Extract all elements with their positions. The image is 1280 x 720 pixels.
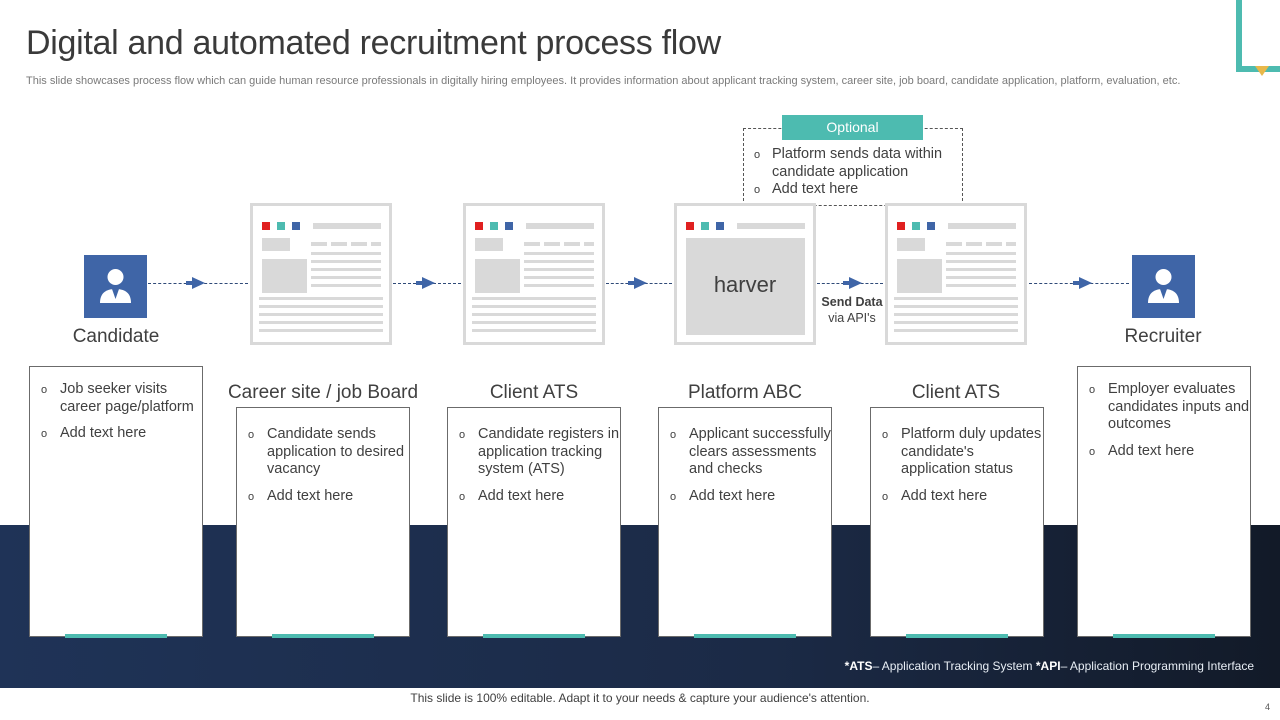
card-accent-bar bbox=[906, 634, 1008, 638]
bullet-text: Job seeker visits career page/platform bbox=[60, 381, 194, 415]
api-abbreviation: *API bbox=[1035, 659, 1061, 673]
step-title-career-site: Career site / job Board bbox=[227, 382, 419, 403]
recruiter-avatar bbox=[1132, 255, 1195, 318]
arrow-right-icon bbox=[192, 277, 205, 289]
circle-bullet-icon: o bbox=[41, 428, 48, 440]
editable-note: This slide is 100% editable. Adapt it to… bbox=[410, 691, 870, 705]
arrow-right-icon bbox=[1079, 277, 1092, 289]
bullet-text: Add text here bbox=[772, 181, 859, 197]
abbreviation-footnote: *ATS– Application Tracking System *API– … bbox=[700, 659, 1254, 673]
circle-bullet-icon: o bbox=[670, 429, 677, 441]
page-number: 4 bbox=[1264, 702, 1270, 712]
arrow-stem bbox=[628, 281, 636, 285]
person-icon bbox=[100, 269, 131, 303]
bullet-text: Platform duly updates candidate's applic… bbox=[901, 426, 1042, 477]
navy-background-band bbox=[0, 525, 1280, 688]
circle-bullet-icon: o bbox=[882, 490, 889, 503]
bullet-text: Candidate registers in application track… bbox=[478, 426, 620, 477]
list-item: o Employer evaluates candidates inputs an… bbox=[1078, 381, 1250, 434]
list-item: o Platform duly updates candidate's appli… bbox=[871, 426, 1043, 479]
arrow-stem bbox=[843, 281, 851, 285]
client-ats-status-screen-mockup bbox=[885, 203, 1027, 345]
corner-triangle-icon bbox=[1255, 66, 1269, 76]
bullet-text: Candidate sends application to desired v… bbox=[267, 426, 405, 477]
list-item: o Candidate registers in application trac… bbox=[448, 426, 620, 479]
career-site-screen-mockup bbox=[250, 203, 392, 345]
arrow-stem bbox=[416, 281, 424, 285]
circle-bullet-icon: o bbox=[1089, 445, 1096, 458]
card-accent-bar bbox=[483, 634, 585, 638]
step-title-client-ats-2: Client ATS bbox=[911, 382, 1001, 403]
client-ats-status-card: o Platform duly updates candidate's appli… bbox=[870, 407, 1044, 638]
circle-bullet-icon: o bbox=[882, 429, 889, 441]
api-definition: – Application Programming Interface bbox=[1060, 659, 1254, 673]
circle-bullet-icon: o bbox=[459, 429, 466, 441]
card-accent-bar bbox=[1113, 634, 1215, 638]
circle-bullet-icon: o bbox=[248, 490, 255, 503]
client-ats-screen-mockup bbox=[463, 203, 605, 345]
corner-accent-vertical bbox=[1236, 0, 1242, 72]
arrow-stem bbox=[1073, 281, 1081, 285]
client-ats-card: o Candidate registers in application trac… bbox=[447, 407, 621, 638]
circle-bullet-icon: o bbox=[41, 384, 48, 396]
candidate-label: Candidate bbox=[72, 326, 160, 347]
card-accent-bar bbox=[65, 634, 167, 638]
bullet-text: Add text here bbox=[60, 425, 147, 441]
recruiter-label: Recruiter bbox=[1124, 326, 1202, 347]
card-accent-bar bbox=[272, 634, 374, 638]
card-accent-bar bbox=[694, 634, 796, 638]
list-item: o Add text here bbox=[1078, 443, 1250, 461]
bullet-text: Platform sends data within candidate app… bbox=[772, 146, 943, 180]
arrow-right-icon bbox=[634, 277, 647, 289]
arrow-right-icon bbox=[422, 277, 435, 289]
bullet-text: Add text here bbox=[689, 487, 776, 504]
optional-callout-box bbox=[743, 128, 963, 206]
page-title: Digital and automated recruitment proces… bbox=[26, 24, 721, 62]
list-item: o Candidate sends application to desired … bbox=[237, 426, 409, 479]
bullet-text: Applicant successfully clears assessment… bbox=[689, 426, 831, 477]
list-item: o Platform sends data within candidate ap… bbox=[752, 146, 962, 181]
optional-label: Optional bbox=[782, 115, 923, 140]
circle-bullet-icon: o bbox=[754, 149, 761, 161]
list-item: o Add text here bbox=[752, 181, 962, 199]
step-title-client-ats: Client ATS bbox=[489, 382, 579, 403]
bullet-text: Add text here bbox=[1108, 442, 1195, 459]
harver-logo-text: harver bbox=[713, 272, 777, 297]
list-item: o Add text here bbox=[237, 488, 409, 506]
platform-abc-card: o Applicant successfully clears assessmen… bbox=[658, 407, 832, 638]
list-item: o Add text here bbox=[871, 488, 1043, 506]
circle-bullet-icon: o bbox=[670, 490, 677, 503]
send-data-title: Send Data bbox=[821, 295, 883, 309]
circle-bullet-icon: o bbox=[754, 184, 761, 196]
platform-abc-screen-mockup bbox=[674, 203, 816, 345]
step-title-platform-abc: Platform ABC bbox=[687, 382, 803, 403]
list-item: o Add text here bbox=[659, 488, 831, 506]
optional-bullet-list: o Platform sends data within candidate ap… bbox=[752, 146, 962, 199]
circle-bullet-icon: o bbox=[459, 490, 466, 503]
bullet-text: Add text here bbox=[901, 487, 988, 504]
list-item: o Applicant successfully clears assessmen… bbox=[659, 426, 831, 479]
list-item: o Add text here bbox=[448, 488, 620, 506]
send-data-label: Send Data via API's bbox=[810, 294, 894, 326]
recruiter-card: o Employer evaluates candidates inputs an… bbox=[1077, 366, 1251, 638]
page-subtitle: This slide showcases process flow which … bbox=[26, 75, 1181, 87]
career-site-card: o Candidate sends application to desired … bbox=[236, 407, 410, 638]
arrow-right-icon bbox=[849, 277, 862, 289]
ats-abbreviation: *ATS bbox=[844, 659, 873, 673]
ats-definition: – Application Tracking System bbox=[872, 659, 1033, 673]
circle-bullet-icon: o bbox=[248, 429, 255, 441]
candidate-avatar bbox=[84, 255, 147, 318]
circle-bullet-icon: o bbox=[1089, 384, 1096, 396]
send-data-subtitle: via API's bbox=[828, 311, 876, 325]
bullet-text: Add text here bbox=[478, 487, 565, 504]
person-icon bbox=[1148, 269, 1179, 303]
arrow-stem bbox=[186, 281, 194, 285]
bullet-text: Employer evaluates candidates inputs and… bbox=[1108, 381, 1250, 432]
list-item: o Add text here bbox=[30, 425, 202, 443]
bullet-text: Add text here bbox=[267, 487, 354, 504]
list-item: o Job seeker visits career page/platform bbox=[30, 381, 202, 416]
